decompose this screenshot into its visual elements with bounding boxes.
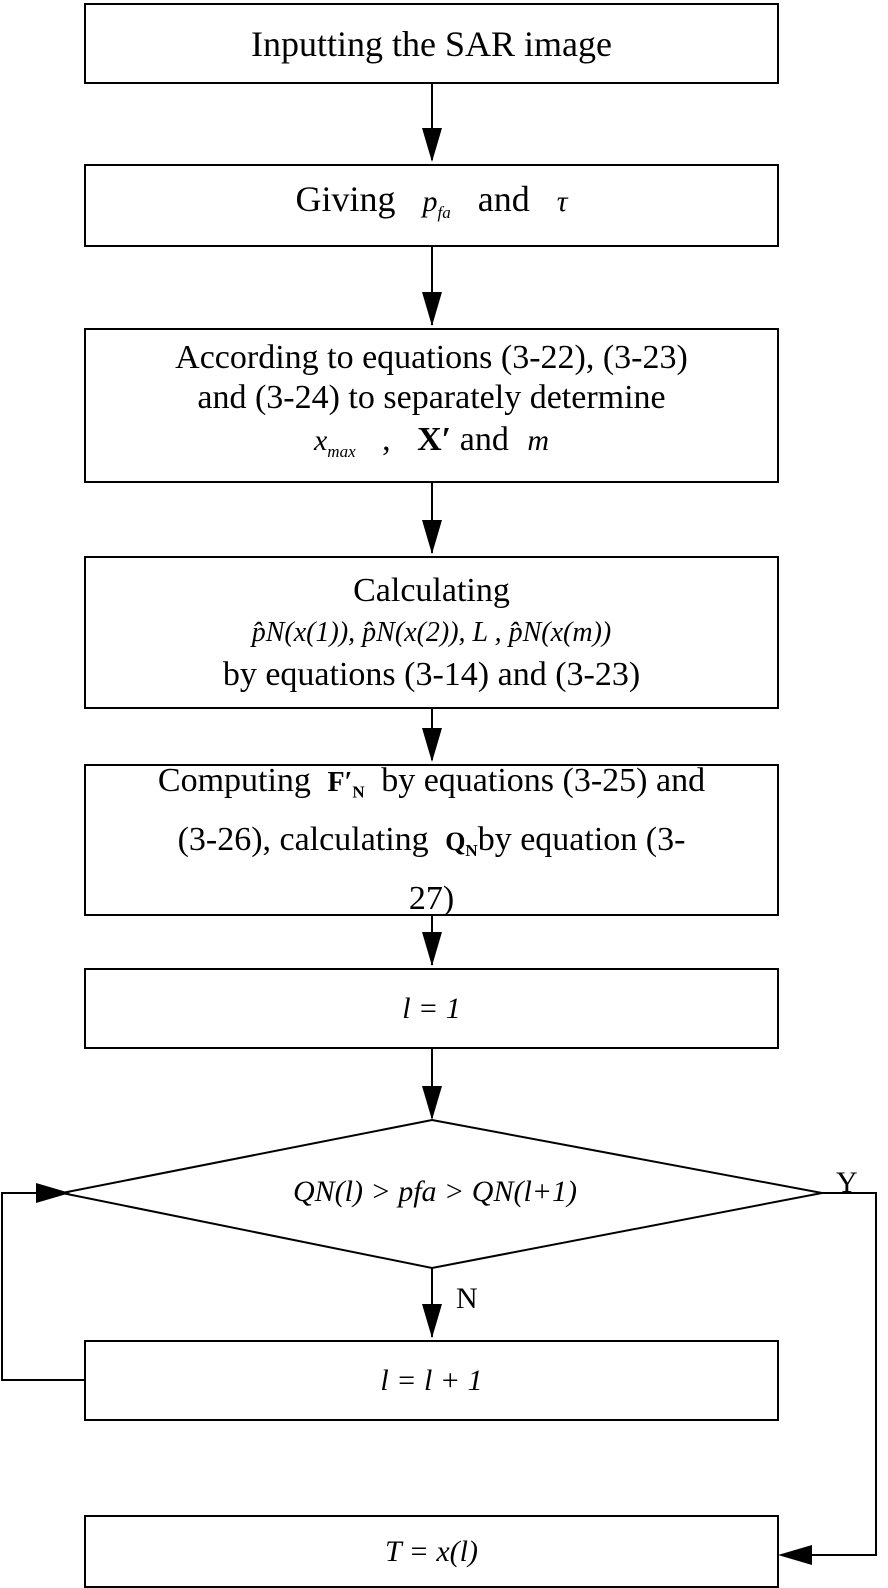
node-giving-p: pfa [422, 184, 451, 222]
node-compute: Computing F′N by equations (3-25) and (3… [84, 762, 779, 917]
arrowhead-init-to-decision [422, 1086, 442, 1120]
node-determine-m: m [527, 423, 550, 457]
arrowhead-loop-back [36, 1183, 70, 1203]
node-calculate: Calculating p̂N(x(1)), p̂N(x(2)), L , p̂… [84, 556, 779, 709]
node-giving-prefix: Giving [295, 178, 396, 219]
arrowhead-input-to-giving [422, 128, 442, 162]
node-determine-X: X′ [417, 420, 452, 458]
arrowhead-compute-to-init [422, 932, 442, 966]
node-increment: l = l + 1 [84, 1340, 779, 1421]
node-compute-F: F′N [327, 766, 365, 802]
arrowhead-yes-branch [778, 1545, 812, 1565]
node-determine-line2: and (3-24) to separately determine [197, 378, 666, 416]
node-determine: According to equations (3-22), (3-23) an… [84, 328, 779, 483]
arrowhead-giving-to-determine [422, 292, 442, 326]
node-compute-Q: QN [445, 827, 478, 861]
arrowhead-calculate-to-compute [422, 728, 442, 762]
node-result: T = x(l) [84, 1515, 779, 1588]
node-input: Inputting the SAR image [84, 3, 779, 84]
node-init: l = 1 [84, 968, 779, 1049]
node-giving-and: and [477, 178, 530, 219]
edge-no-label: N [456, 1282, 478, 1315]
node-init-text: l = 1 [402, 991, 461, 1025]
node-giving-line: Giving pfa and τ [296, 178, 568, 234]
loop-back-line [1, 1192, 84, 1381]
node-giving-tau: τ [556, 184, 568, 218]
node-determine-line3: xmax , X′ and m [313, 420, 550, 461]
edge-yes-label: Y [836, 1166, 858, 1199]
node-increment-text: l = l + 1 [380, 1363, 483, 1397]
node-result-text: T = x(l) [384, 1534, 479, 1568]
arrowhead-determine-to-calculate [422, 520, 442, 554]
node-decision-text: QN(l) > pfa > QN(l+1) [292, 1175, 578, 1208]
node-determine-xmax: xmax [313, 423, 356, 461]
yes-branch-line [812, 1192, 877, 1556]
node-compute-line1: Computing F′N by equations (3-25) and [157, 761, 706, 802]
node-calculate-line3: by equations (3-14) and (3-23) [222, 655, 641, 693]
node-input-text: Inputting the SAR image [251, 23, 612, 64]
node-determine-line1: According to equations (3-22), (3-23) [175, 338, 688, 376]
node-compute-line2: (3-26), calculating QNby equation (3- [177, 821, 686, 861]
node-compute-line3: 27) [408, 880, 455, 918]
node-giving: Giving pfa and τ [84, 164, 779, 247]
arrowhead-decision-to-increment [422, 1304, 442, 1338]
node-calculate-formula: p̂N(x(1)), p̂N(x(2)), L , p̂N(x(m)) [251, 616, 612, 648]
node-calculate-line1: Calculating [353, 571, 510, 609]
